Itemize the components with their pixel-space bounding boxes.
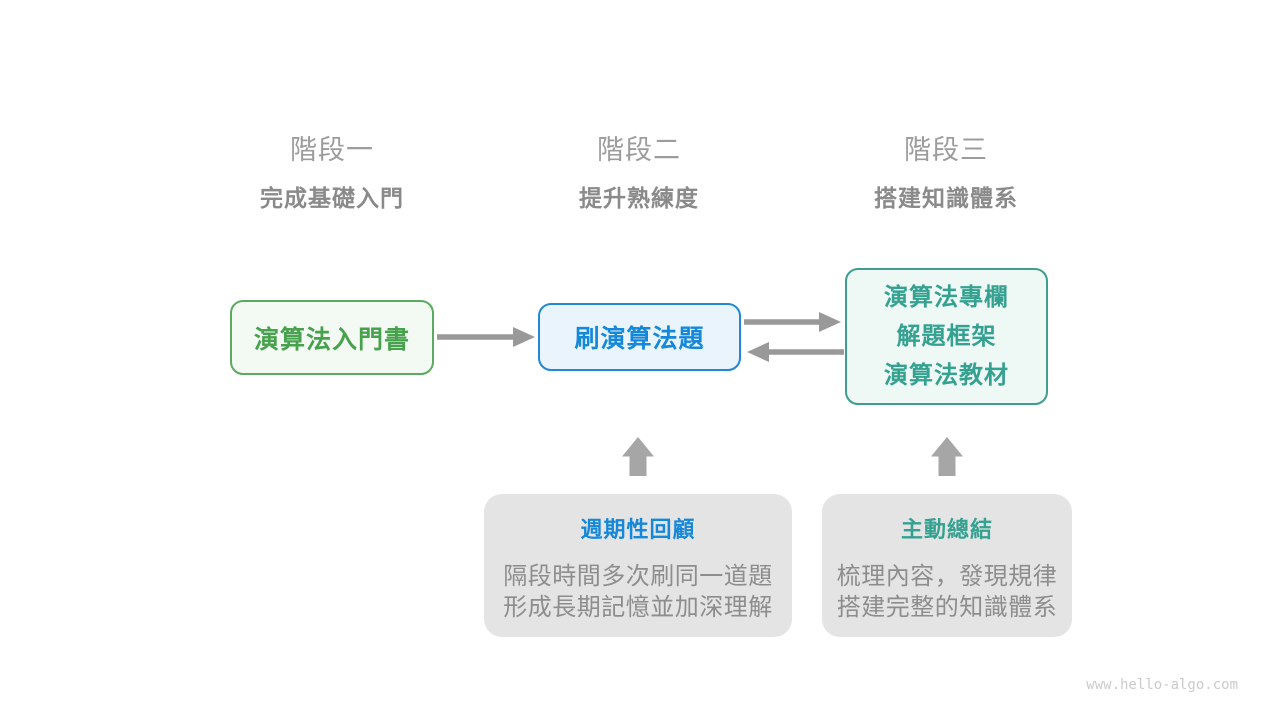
note-periodic-review: 週期性回顧 隔段時間多次刷同一道題 形成長期記憶並加深理解	[484, 494, 792, 637]
box-advanced-resources-line-2: 解題框架	[896, 323, 997, 350]
block-up-arrow-summarize	[931, 437, 963, 476]
note-periodic-review-desc: 隔段時間多次刷同一道題 形成長期記憶並加深理解	[484, 561, 792, 623]
box-advanced-resources-line-3: 演算法教材	[884, 362, 1009, 389]
watermark: www.hello-algo.com	[1086, 677, 1238, 693]
box-practice-problems-label: 刷演算法題	[574, 325, 705, 353]
arrow-right-stage2-to-stage3	[744, 312, 841, 332]
box-advanced-resources-line-1: 演算法專欄	[884, 284, 1009, 311]
box-advanced-resources: 演算法專欄 解題框架 演算法教材	[845, 268, 1048, 405]
note-active-summary-desc-line-1: 梳理內容，發現規律	[836, 563, 1058, 590]
note-active-summary-title: 主動總結	[900, 517, 993, 542]
box-practice-problems: 刷演算法題	[538, 303, 741, 371]
arrow-right-stage1-to-stage2	[437, 327, 535, 347]
note-periodic-review-title: 週期性回顧	[580, 517, 696, 542]
note-periodic-review-desc-line-1: 隔段時間多次刷同一道題	[503, 563, 773, 590]
stage-2-label: 階段二	[597, 135, 681, 165]
block-up-arrow-review	[622, 437, 654, 476]
note-periodic-review-desc-line-2: 形成長期記憶並加深理解	[503, 594, 773, 621]
stage-2-subtitle: 提升熟練度	[579, 185, 699, 211]
box-beginner-book: 演算法入門書	[230, 300, 434, 375]
stage-3-subtitle: 搭建知識體系	[874, 185, 1018, 211]
box-beginner-book-label: 演算法入門書	[253, 325, 410, 354]
note-active-summary-desc: 梳理內容，發現規律 搭建完整的知識體系	[822, 561, 1072, 623]
note-active-summary-desc-line-2: 搭建完整的知識體系	[836, 594, 1058, 621]
stage-1-subtitle: 完成基礎入門	[260, 185, 404, 211]
arrow-left-stage3-to-stage2	[747, 342, 844, 362]
stage-1-label: 階段一	[290, 135, 374, 165]
stage-3-label: 階段三	[904, 135, 988, 165]
note-active-summary: 主動總結 梳理內容，發現規律 搭建完整的知識體系	[822, 494, 1072, 637]
